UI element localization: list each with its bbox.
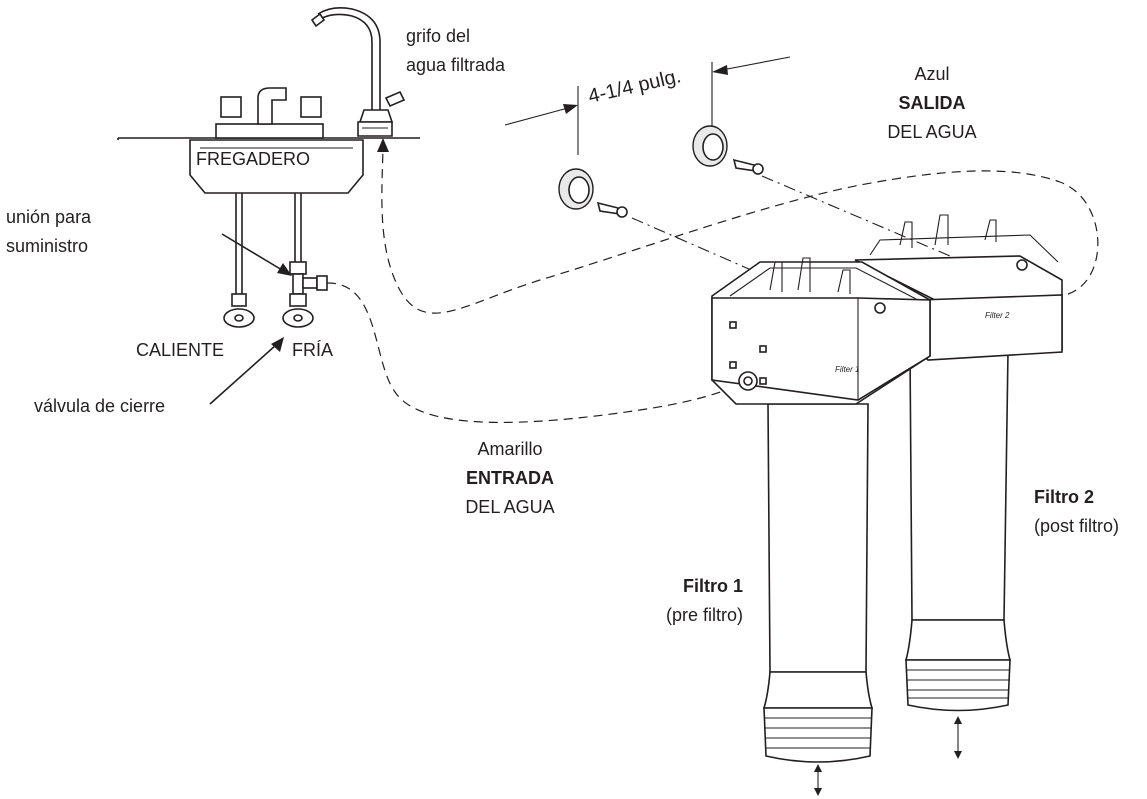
filter-2-subtitle: (post filtro) <box>1034 516 1119 536</box>
hot-handle-icon <box>220 96 242 118</box>
filter-1-marking: Filter 1 <box>835 365 859 374</box>
faucet-deck <box>215 123 324 139</box>
supply-union-label-line2: suministro <box>6 236 88 256</box>
sink-basin <box>189 139 364 194</box>
outlet-tubing <box>381 147 1099 314</box>
inlet-tubing <box>326 282 744 424</box>
spacing-dimension <box>504 56 791 155</box>
faucet-lever-icon <box>384 90 406 108</box>
sink-faucet-icon <box>257 87 287 125</box>
inlet-title-label: ENTRADA <box>466 468 554 488</box>
filter-2-housing <box>909 351 1009 621</box>
filter-1-subtitle: (pre filtro) <box>666 605 743 625</box>
tubing-arrow-icon <box>377 138 389 152</box>
shutoff-valve-label: válvula de cierre <box>34 396 165 416</box>
hot-label: CALIENTE <box>136 340 224 360</box>
filter-1-assembly: Filter 1 <box>711 257 931 796</box>
faucet-label-line1: grifo del <box>406 26 470 46</box>
filter-2-cap <box>905 659 1011 712</box>
inlet-color-label: Amarillo <box>477 439 542 459</box>
sink-assembly <box>117 7 420 328</box>
cold-label: FRÍA <box>292 340 333 360</box>
dimension-arrow-right-icon <box>712 65 728 75</box>
faucet-label-line2: agua filtrada <box>406 55 506 75</box>
mounting-hardware <box>558 125 951 301</box>
inlet-sub-label: DEL AGUA <box>465 497 554 517</box>
spacing-label: 4-1/4 pulg. <box>586 65 683 108</box>
filter-1-cap <box>763 707 873 763</box>
leader-lines <box>209 233 292 405</box>
filter-2-title: Filtro 2 <box>1034 487 1094 507</box>
outlet-color-label: Azul <box>914 64 949 84</box>
cold-handle-icon <box>300 96 322 118</box>
filter-2-assembly: Filter 2 <box>854 214 1063 759</box>
filtered-faucet-spout <box>314 13 373 110</box>
filter-2-marking: Filter 2 <box>985 311 1010 320</box>
dimension-arrow-left-icon <box>563 104 578 114</box>
filter-1-title: Filtro 1 <box>683 576 743 596</box>
supply-union-label-line1: unión para <box>6 207 92 227</box>
outlet-title-label: SALIDA <box>899 93 966 113</box>
valve-arrow-icon <box>271 337 284 352</box>
supply-union-icon <box>289 261 307 275</box>
union-arrow-icon <box>277 263 292 276</box>
outlet-sub-label: DEL AGUA <box>887 122 976 142</box>
sink-label: FREGADERO <box>196 149 310 169</box>
filter-1-housing <box>767 403 869 673</box>
filtered-faucet-body <box>358 109 394 123</box>
tubing <box>326 138 1099 424</box>
labels: grifo del agua filtrada FREGADERO unión … <box>6 26 1119 625</box>
